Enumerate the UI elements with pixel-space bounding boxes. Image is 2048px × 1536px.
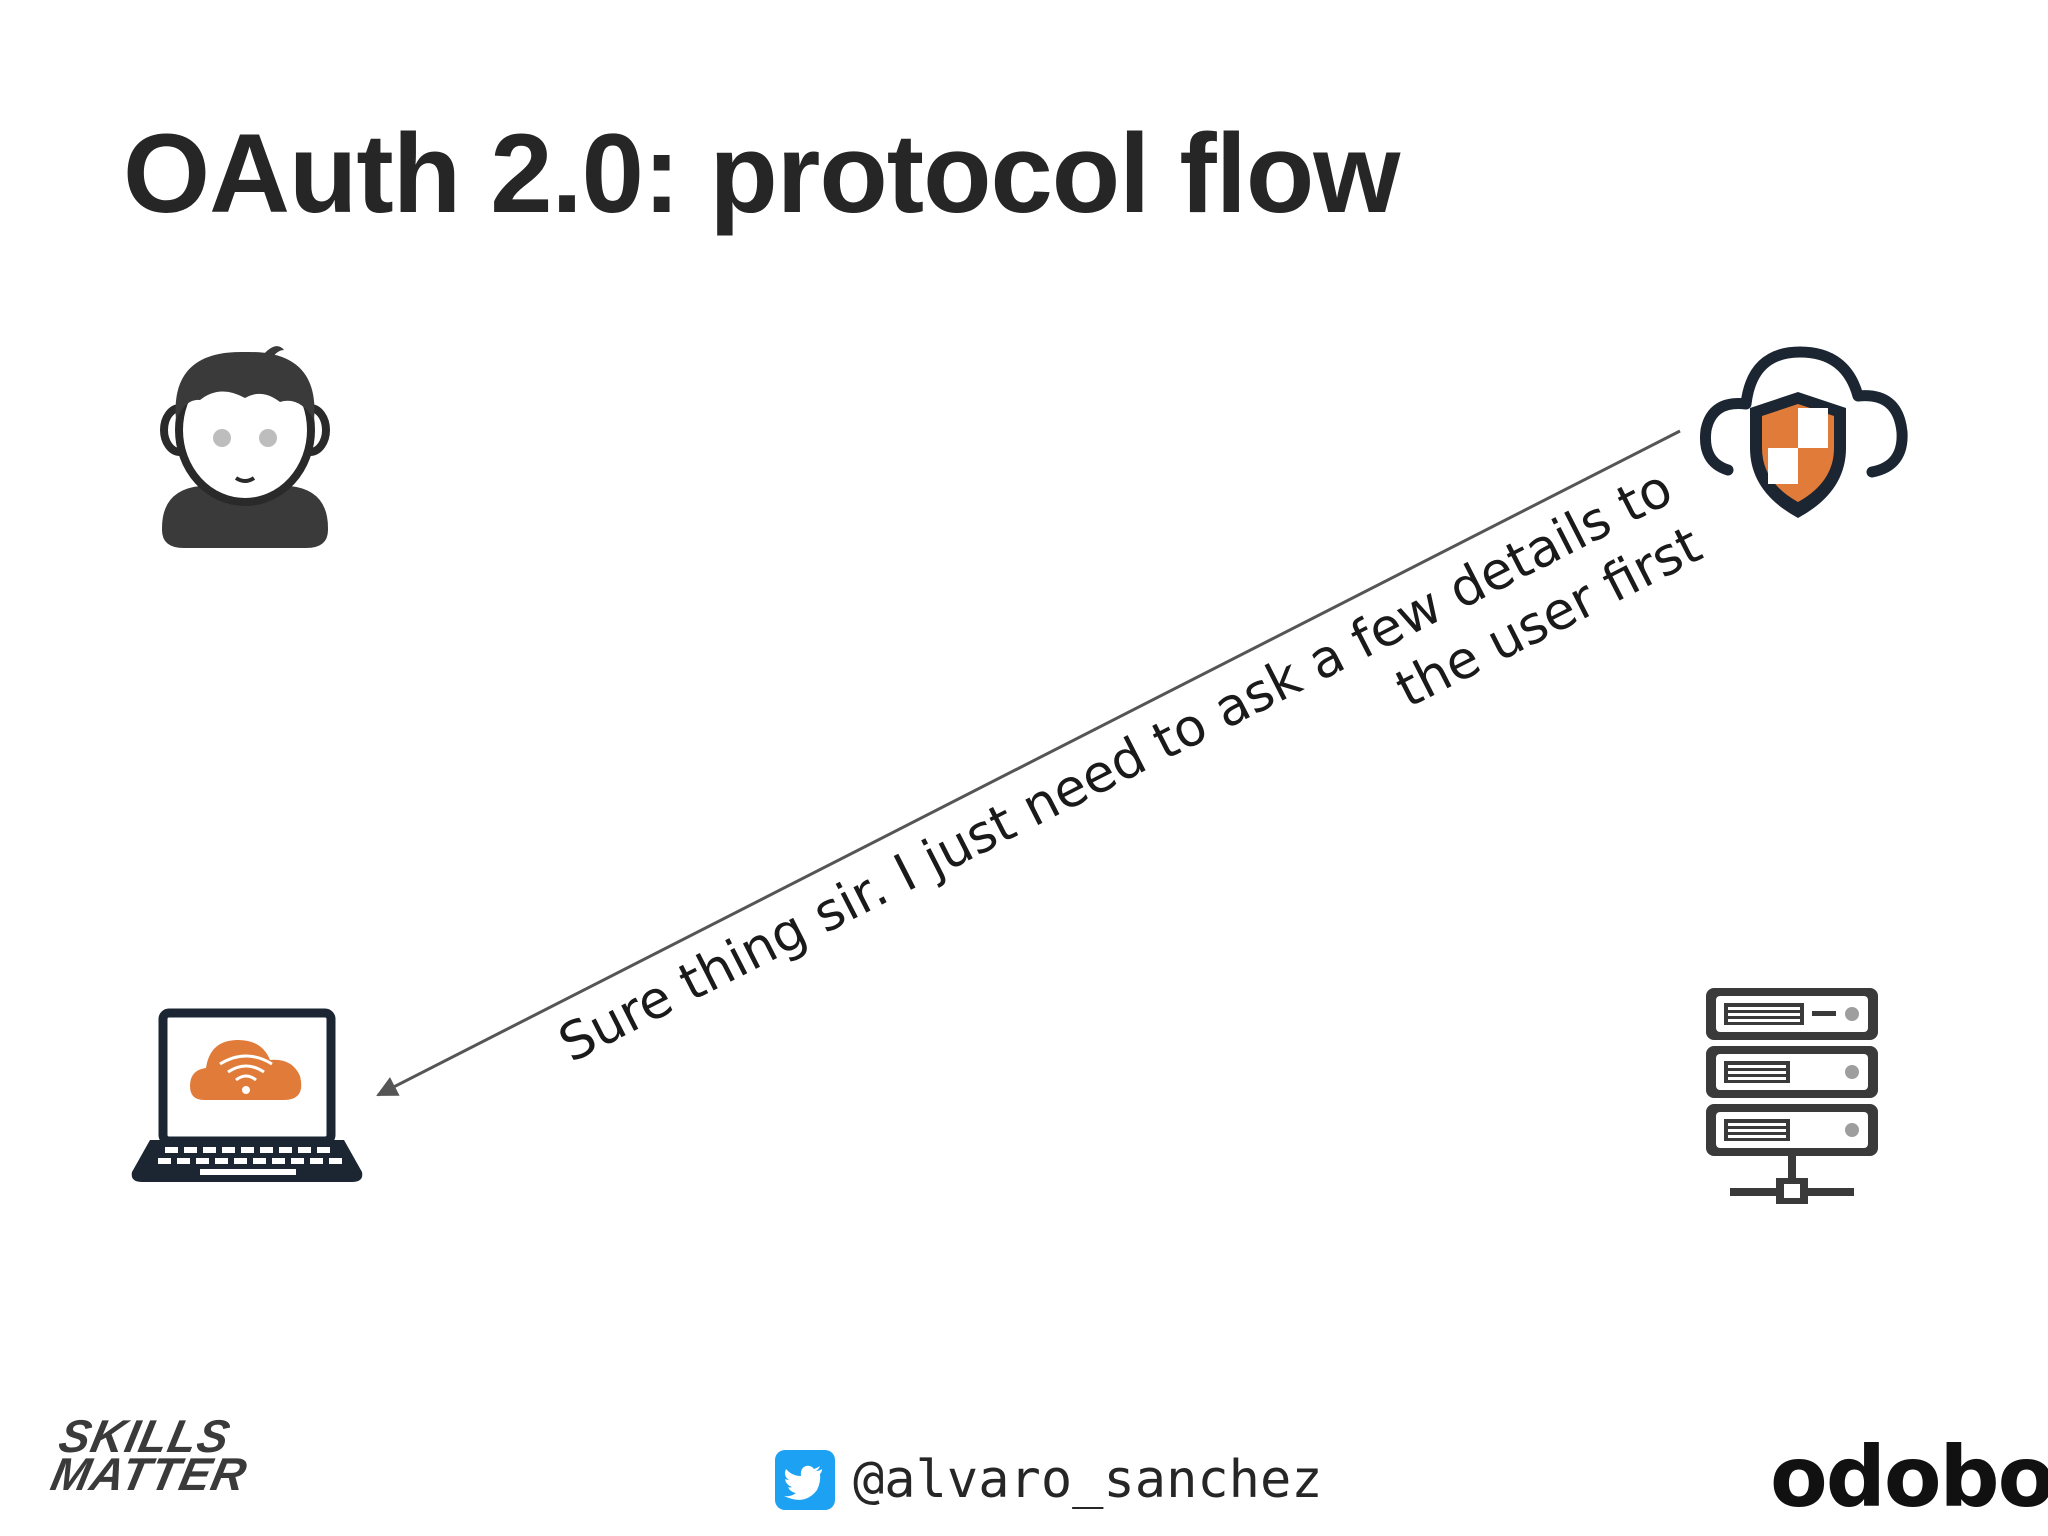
skills-matter-logo: SKILLS MATTER (46, 1410, 284, 1500)
laptop-cloud-icon (131, 1008, 363, 1182)
slide-title: OAuth 2.0: protocol flow (123, 111, 1400, 236)
odobo-logo: odobo (1770, 1428, 2048, 1526)
twitter-icon (775, 1450, 835, 1510)
user-icon (160, 346, 330, 548)
twitter-handle: @alvaro_sanchez (775, 1448, 1323, 1512)
flow-message: Sure thing sir. I just need to ask a few… (550, 458, 1711, 1074)
server-rack-icon (1706, 988, 1878, 1204)
handle-text: @alvaro_sanchez (853, 1450, 1323, 1510)
flow-message-line-1: Sure thing sir. I just need to ask a few… (550, 458, 1682, 1074)
shield-cloud-icon (1699, 346, 1908, 518)
skills-matter-logo-line-2: MATTER (46, 1447, 252, 1500)
flow-arrow (376, 429, 1681, 1097)
